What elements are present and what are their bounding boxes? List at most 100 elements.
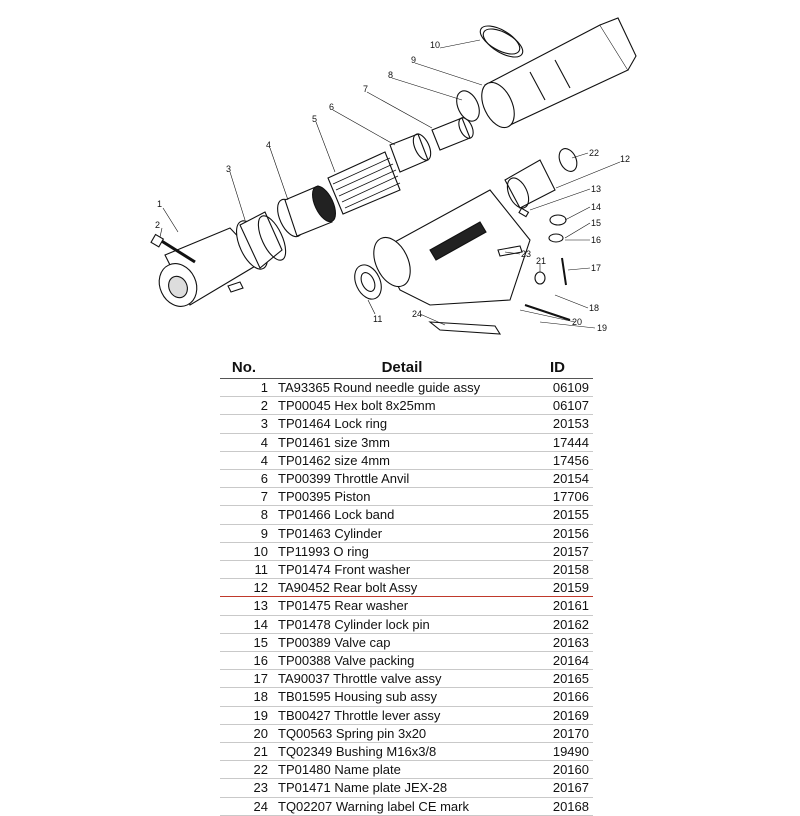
small-parts	[428, 207, 571, 335]
callout-16: 16	[591, 235, 601, 245]
cell-no: 19	[253, 707, 268, 723]
cell-no: 11	[254, 562, 269, 578]
part-12-rear-bolt	[504, 159, 556, 209]
part-6-anvil	[389, 133, 432, 173]
cell-id: 06107	[552, 398, 589, 414]
cell-detail: TP01471 Name plate JEX-28	[278, 780, 448, 796]
callout-numbers: 1 2 3 4 5 6 7 8 9 10 11 12 13 14 15 16 1…	[155, 40, 630, 333]
cell-id: 20155	[552, 507, 589, 523]
cell-detail: TP01478 Cylinder lock pin	[278, 616, 430, 632]
cell-detail: TB01595 Housing sub assy	[278, 689, 437, 705]
cell-id: 20156	[552, 525, 589, 541]
parts-table: No. Detail ID 1 TA93365 Round needle guid…	[220, 356, 593, 816]
part-2-hex-bolt	[150, 233, 196, 264]
cell-no: 9	[260, 525, 268, 541]
cell-id: 20160	[552, 762, 589, 778]
cell-detail: TQ00563 Spring pin 3x20	[278, 725, 427, 741]
callout-21: 21	[536, 256, 546, 266]
cell-no: 4	[260, 452, 268, 468]
cell-detail: TP01463 Cylinder	[278, 525, 383, 541]
cell-detail: TQ02349 Bushing M16x3/8	[278, 744, 437, 760]
cell-detail: TP00389 Valve cap	[278, 634, 391, 650]
cell-id: 20163	[552, 634, 589, 650]
cell-no: 15	[253, 634, 268, 650]
cell-id: 20164	[552, 653, 589, 669]
cell-no: 1	[260, 380, 268, 395]
cell-id: 20159	[552, 580, 589, 596]
cell-no: 18	[253, 689, 268, 705]
cell-detail: TP01474 Front washer	[278, 562, 411, 578]
cell-no: 3	[260, 416, 268, 432]
part-18-housing	[373, 189, 531, 306]
table-header: No. Detail ID	[220, 356, 593, 379]
table-row: 3 TP01464 Lock ring 20153	[220, 415, 593, 434]
table-row: 19 TB00427 Throttle lever assy 20169	[220, 706, 593, 725]
table-row: 16 TP00388 Valve packing 20164	[220, 652, 593, 670]
cell-id: 06109	[552, 380, 589, 395]
cell-detail: TP00395 Piston	[278, 489, 371, 505]
table-row: 9 TP01463 Cylinder 20156	[220, 524, 593, 543]
part-8-lock-band	[456, 90, 480, 122]
cell-detail: TP01464 Lock ring	[278, 416, 388, 432]
cell-no: 22	[253, 762, 268, 778]
cell-detail: TP00045 Hex bolt 8x25mm	[278, 398, 436, 414]
cell-no: 8	[260, 507, 268, 523]
callout-4: 4	[266, 140, 271, 150]
part-5-needle-bundle	[327, 151, 401, 215]
callout-8: 8	[388, 70, 393, 80]
cell-detail: TA90037 Throttle valve assy	[278, 671, 442, 687]
cell-id: 20158	[552, 562, 589, 578]
cell-detail: TP01461 size 3mm	[278, 434, 390, 450]
cell-id: 20157	[552, 543, 589, 559]
cell-detail: TA90452 Rear bolt Assy	[278, 580, 418, 596]
cell-id: 17456	[552, 452, 589, 468]
cell-id: 20162	[552, 616, 589, 632]
cell-detail: TP01462 size 4mm	[278, 452, 390, 468]
cell-detail: TB00427 Throttle lever assy	[278, 707, 441, 723]
table-row: 4 TP01461 size 3mm 17444	[220, 433, 593, 452]
table-row: 22 TP01480 Name plate 20160	[220, 761, 593, 779]
part-10-o-ring	[479, 25, 524, 58]
callout-11: 11	[373, 314, 382, 324]
cell-detail: TP01480 Name plate	[278, 762, 401, 778]
callout-12: 12	[620, 154, 630, 164]
callout-17: 17	[591, 263, 601, 273]
cell-no: 2	[260, 398, 268, 414]
cell-detail: TP01475 Rear washer	[278, 598, 409, 614]
part-4-spacer	[277, 185, 336, 238]
cell-id: 20153	[552, 416, 589, 432]
cell-detail: TP01466 Lock band	[278, 507, 395, 523]
header-no: No.	[231, 358, 257, 376]
cell-id: 19490	[552, 744, 589, 760]
callout-7: 7	[363, 84, 368, 94]
table-row: 2 TP00045 Hex bolt 8x25mm 06107	[220, 397, 593, 415]
callout-1: 1	[157, 199, 162, 209]
callout-3: 3	[226, 164, 231, 174]
cell-no: 10	[253, 543, 268, 559]
cell-id: 20170	[552, 725, 589, 741]
cell-id: 20169	[552, 707, 589, 723]
cell-no: 16	[253, 653, 268, 669]
cell-id: 20154	[552, 471, 589, 487]
table-row: 8 TP01466 Lock band 20155	[220, 506, 593, 525]
cell-no: 4	[260, 434, 268, 450]
cell-no: 7	[260, 489, 268, 505]
part-11-front-washer	[354, 264, 382, 300]
cell-detail: TP00388 Valve packing	[278, 653, 415, 669]
part-1-needle-guide	[158, 227, 263, 307]
callout-18: 18	[589, 303, 599, 313]
callout-14: 14	[591, 202, 601, 212]
cell-id: 17444	[552, 434, 589, 450]
table-row: 4 TP01462 size 4mm 17456	[220, 451, 593, 470]
cell-detail: TA93365 Round needle guide assy	[278, 380, 481, 395]
cell-id: 20166	[552, 689, 589, 705]
callout-20: 20	[572, 317, 582, 327]
callout-15: 15	[591, 218, 601, 228]
callout-13: 13	[591, 184, 601, 194]
